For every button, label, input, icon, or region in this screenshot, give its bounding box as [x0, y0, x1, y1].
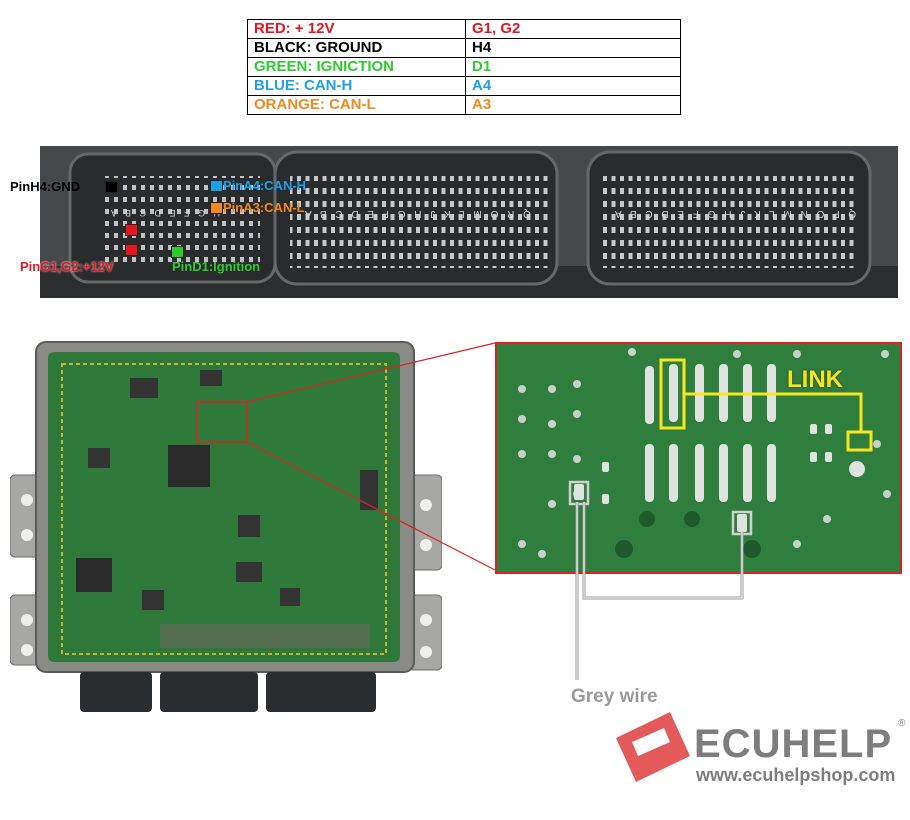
- legend-row-green: GREEN: IGNICTION D1: [247, 57, 681, 77]
- pin-label-can-h: PinA4:CAN-H: [223, 178, 307, 193]
- legend-color-name: GREEN: IGNICTION: [247, 57, 466, 77]
- brand-url: www.ecuhelpshop.com: [696, 765, 896, 785]
- pin-marker-g1: [125, 224, 138, 236]
- pin-label-gnd: PinH4:GND: [10, 179, 81, 194]
- legend-row-orange: ORANGE: CAN-L A3: [247, 95, 681, 115]
- pin-marker-ignition: [171, 246, 184, 258]
- grey-wire-label: Grey wire: [571, 686, 658, 707]
- zoomed-board-drawing: [497, 344, 900, 572]
- ecuhelp-logo-icon: [616, 712, 690, 782]
- link-label: LINK: [787, 366, 843, 393]
- connector-drawing: [40, 146, 898, 298]
- pin-marker-gnd: [105, 181, 118, 193]
- pin-label-can-l: PinA3:CAN-L: [223, 200, 305, 215]
- pin-marker-can-h: [210, 180, 223, 192]
- ecu-board-photo: [9, 340, 443, 712]
- pin-marker-g2: [125, 244, 138, 256]
- pin-marker-can-l: [210, 202, 223, 214]
- pin-label-ignition: PinD1:Ignition: [172, 259, 261, 274]
- ecu-connector-photo: H G F E D C B A Q R O M L K J H G F E D …: [40, 146, 898, 298]
- brand-name: ECUHELP: [694, 722, 893, 766]
- pin-color-legend-table: RED: + 12V G1, G2 BLACK: GROUND H4 GREEN…: [247, 19, 681, 115]
- legend-pin-ids: A3: [465, 95, 681, 115]
- zoomed-board-detail: LINK: [495, 342, 902, 574]
- registered-mark: ®: [898, 718, 906, 729]
- pin-label-power: PinG1,G2:+12V: [20, 259, 114, 274]
- ecu-board-drawing: [9, 341, 443, 712]
